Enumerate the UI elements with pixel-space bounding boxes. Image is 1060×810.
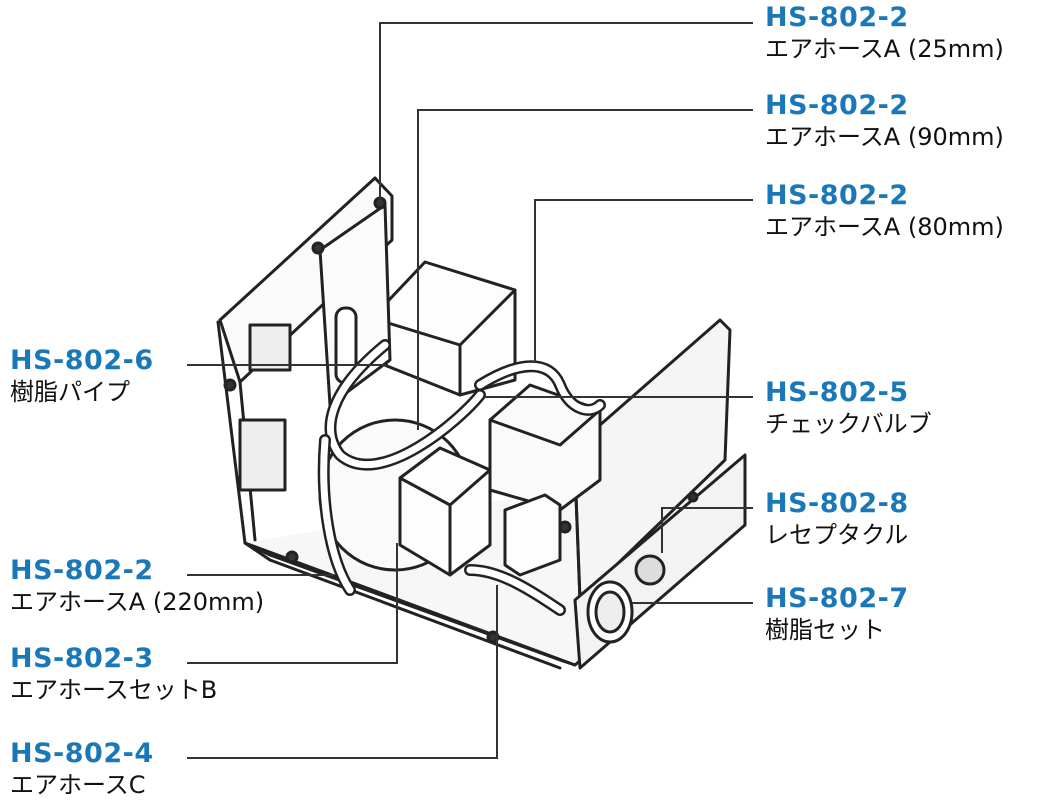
leader-hose-set-b	[187, 543, 398, 664]
leader-hose-a-25	[379, 22, 753, 202]
part-number: HS-802-2	[765, 90, 909, 121]
part-number: HS-802-7	[765, 583, 909, 614]
part-description: エアホースA (80mm)	[765, 213, 1004, 241]
part-number: HS-802-8	[765, 488, 909, 519]
leader-hose-a-80	[534, 199, 753, 362]
callout-hose-c: HS-802-4 エアホースC	[10, 738, 154, 800]
callout-resin-set: HS-802-7 樹脂セット	[765, 583, 909, 645]
part-description: 樹脂パイプ	[10, 378, 130, 406]
part-number: HS-802-5	[765, 377, 909, 408]
part-number: HS-802-4	[10, 738, 154, 769]
leader-receptacle	[661, 507, 753, 553]
part-description: エアホースセットB	[10, 676, 218, 704]
leader-hose-c	[187, 585, 498, 759]
leader-hose-a-90	[417, 109, 753, 430]
part-description: チェックバルブ	[765, 410, 932, 438]
callout-hose-a-220: HS-802-2 エアホースA (220mm)	[10, 555, 264, 617]
part-number: HS-802-2	[10, 555, 154, 586]
part-number: HS-802-2	[765, 2, 909, 33]
callout-receptacle: HS-802-8 レセプタクル	[765, 488, 909, 550]
part-description: エアホースA (220mm)	[10, 588, 265, 616]
callout-resin-pipe: HS-802-6 樹脂パイプ	[10, 345, 154, 407]
leader-lines	[187, 22, 753, 759]
callout-check-valve: HS-802-5 チェックバルブ	[765, 377, 932, 439]
callout-hose-a-25: HS-802-2 エアホースA (25mm)	[765, 2, 1004, 64]
part-description: エアホースA (25mm)	[765, 35, 1004, 63]
compressor-block	[488, 383, 602, 512]
part-description: レセプタクル	[765, 521, 909, 549]
callout-hose-set-b: HS-802-3 エアホースセットB	[10, 643, 217, 705]
part-number: HS-802-2	[765, 180, 909, 211]
part-number: HS-802-3	[10, 643, 154, 674]
part-description: エアホースC	[10, 771, 146, 799]
callout-hose-a-90: HS-802-2 エアホースA (90mm)	[765, 90, 1004, 152]
part-description: エアホースA (90mm)	[765, 123, 1004, 151]
part-description: 樹脂セット	[765, 616, 885, 644]
callout-hose-a-80: HS-802-2 エアホースA (80mm)	[765, 180, 1004, 242]
part-number: HS-802-6	[10, 345, 154, 376]
receptacle-shape	[634, 554, 666, 586]
